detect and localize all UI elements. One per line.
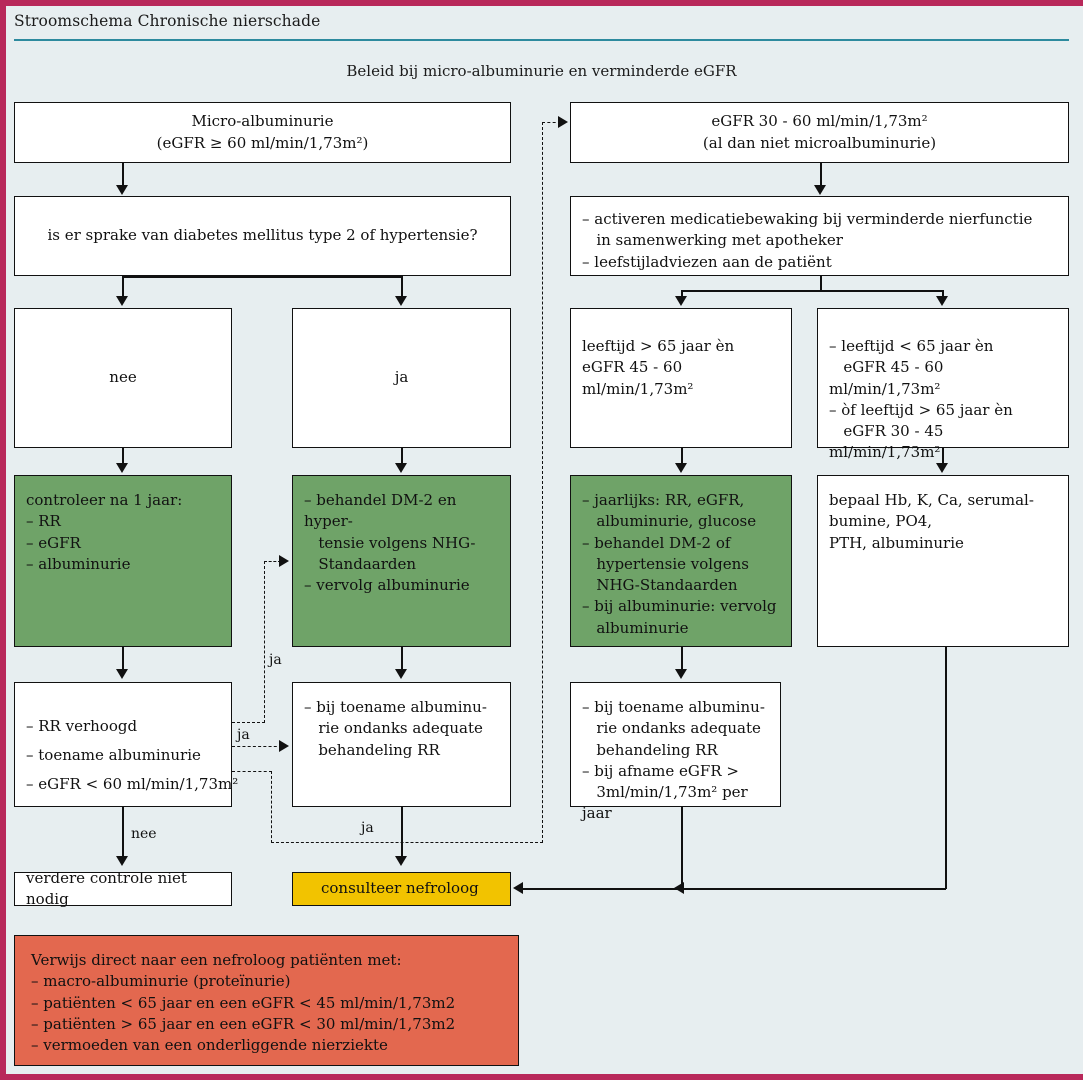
connector-rr-to-verdere xyxy=(122,807,124,857)
node-bepaal-lab: bepaal Hb, K, Ca, serumal- bumine, PO4, … xyxy=(817,475,1069,647)
dashed-rr-verhoogd-riser xyxy=(264,561,265,723)
arrow-lab-to-consulteer xyxy=(674,882,684,894)
connector-combi-to-lab xyxy=(942,448,944,465)
arrow-nee-to-controleer xyxy=(116,463,128,473)
node-vraag-dm2-hypertensie: is er sprake van diabetes mellitus type … xyxy=(14,196,511,276)
node-controleer-na-1-jaar: controleer na 1 jaar: – RR – eGFR – albu… xyxy=(14,475,232,647)
dashed-toename-out xyxy=(232,746,282,747)
rr-verhoogd-line-1: – RR verhoogd xyxy=(26,717,138,735)
dashed-rr-verhoogd-out xyxy=(232,722,265,723)
arrow-dashed-rr-to-behandel xyxy=(279,555,289,567)
header-divider xyxy=(14,39,1069,41)
connector-vraag-split xyxy=(122,276,402,278)
arrow-ja-to-behandel xyxy=(395,463,407,473)
edge-label-ja-bottom: ja xyxy=(361,820,374,836)
node-consulteer-nefroloog: consulteer nefroloog xyxy=(292,872,511,906)
connector-vraag-to-ja xyxy=(401,276,403,296)
connector-lab-to-consulteer xyxy=(681,888,946,890)
dashed-rr-verhoogd-into-behandel xyxy=(264,561,281,562)
node-jaarlijks-controle: – jaarlijks: RR, eGFR, albuminurie, gluc… xyxy=(570,475,792,647)
edge-label-nee-left: nee xyxy=(131,826,157,842)
arrow-jaarlijks-to-toename xyxy=(675,669,687,679)
bottom-accent-bar xyxy=(0,1074,1083,1080)
node-rr-verhoogd: – RR verhoogd – toename albuminurie – eG… xyxy=(14,682,238,807)
arrow-egfr-to-medicatie xyxy=(814,185,826,195)
connector-toename-right-to-consulteer xyxy=(520,888,681,890)
page-title: Stroomschema Chronische nierschade xyxy=(14,12,321,30)
connector-medicatie-to-leeftijd-combi xyxy=(942,290,944,296)
arrow-vraag-to-nee xyxy=(116,296,128,306)
connector-leeftijd65-to-jaarlijks xyxy=(681,448,683,465)
node-bij-toename-albuminurie-mid: – bij toename albuminu- rie ondanks adeq… xyxy=(292,682,511,807)
node-verdere-controle-niet-nodig: verdere controle niet nodig xyxy=(14,869,232,908)
connector-behandel-to-toename xyxy=(401,647,403,670)
rr-verhoogd-line-2: – toename albuminurie xyxy=(26,746,201,764)
connector-toename-right-down xyxy=(681,807,683,889)
connector-vraag-to-nee xyxy=(122,276,124,296)
arrow-medicatie-to-leeftijd65 xyxy=(675,296,687,306)
arrow-rr-to-verdere xyxy=(116,856,128,866)
arrow-combi-to-lab xyxy=(936,463,948,473)
edge-label-ja-up: ja xyxy=(269,652,282,668)
connector-egfr-to-medicatie xyxy=(820,163,822,186)
node-antwoord-ja: ja xyxy=(292,308,511,448)
chart-subtitle: Beleid bij micro-albuminurie en verminde… xyxy=(346,62,737,80)
connector-controleer-to-rr xyxy=(122,647,124,670)
node-leeftijd-combinatie: – leeftijd < 65 jaar èn eGFR 45 - 60 ml/… xyxy=(817,308,1069,461)
connector-jaarlijks-to-toename xyxy=(681,647,683,670)
arrow-micro-to-vraag xyxy=(116,185,128,195)
dashed-bottom-run xyxy=(271,842,543,843)
node-bij-toename-albuminurie-right: – bij toename albuminu- rie ondanks adeq… xyxy=(570,682,781,822)
arrow-medicatie-to-leeftijd-combi xyxy=(936,296,948,306)
node-micro-albuminurie: Micro-albuminurie (eGFR ≥ 60 ml/min/1,73… xyxy=(14,102,511,163)
connector-medicatie-to-leeftijd65 xyxy=(681,290,683,296)
left-accent-bar xyxy=(0,0,6,1080)
dashed-right-riser xyxy=(542,122,543,843)
arrow-behandel-to-toename xyxy=(395,669,407,679)
connector-medicatie-split xyxy=(681,290,943,292)
connector-lab-down xyxy=(945,647,947,889)
arrow-controleer-to-rr xyxy=(116,669,128,679)
connector-toename-to-consulteer xyxy=(401,807,403,857)
node-verwijs-direct: Verwijs direct naar een nefroloog patiën… xyxy=(14,935,519,1066)
arrow-dashed-toename-to-mid xyxy=(279,740,289,752)
dashed-egfr60-down xyxy=(271,771,272,843)
node-leeftijd-boven-65: leeftijd > 65 jaar èn eGFR 45 - 60 ml/mi… xyxy=(570,308,792,448)
arrow-leeftijd65-to-jaarlijks xyxy=(675,463,687,473)
arrow-dashed-into-egfr-box xyxy=(558,116,568,128)
node-egfr-30-60: eGFR 30 - 60 ml/min/1,73m² (al dan niet … xyxy=(570,102,1069,163)
arrow-vraag-to-ja xyxy=(395,296,407,306)
arrow-toename-to-consulteer xyxy=(395,856,407,866)
node-medicatiebewaking: – activeren medicatiebewaking bij vermin… xyxy=(570,196,1069,276)
top-accent-bar xyxy=(0,0,1083,6)
arrow-toename-right-to-consulteer xyxy=(513,882,523,894)
edge-label-ja-mid: ja xyxy=(237,727,250,743)
connector-ja-to-behandel xyxy=(401,448,403,465)
dashed-into-egfr-box xyxy=(542,122,561,123)
node-antwoord-nee: nee xyxy=(14,308,232,448)
connector-medicatie-down xyxy=(820,276,822,290)
node-behandel-dm2: – behandel DM-2 en hyper- tensie volgens… xyxy=(292,475,511,647)
rr-verhoogd-line-3: – eGFR < 60 ml/min/1,73m² xyxy=(26,775,239,793)
dashed-egfr60-out xyxy=(232,771,272,772)
connector-micro-to-vraag xyxy=(122,163,124,186)
connector-nee-to-controleer xyxy=(122,448,124,465)
